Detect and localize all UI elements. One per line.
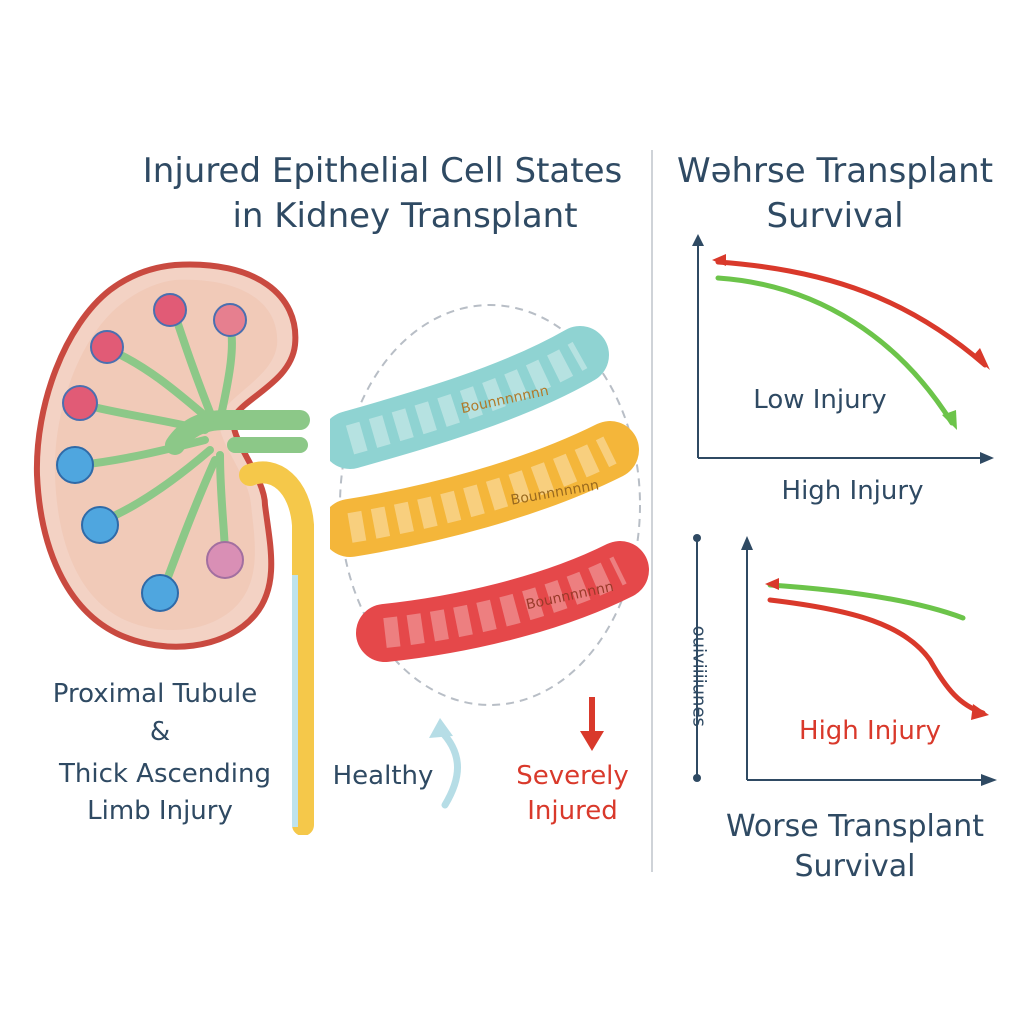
bottom-green-curve — [767, 582, 966, 621]
bottom-survival-chart — [693, 534, 997, 786]
bottom-caption-line1: Worse Transplant — [725, 809, 985, 844]
bottom-label-high-injury: High Injury — [799, 716, 941, 746]
kidney-illustration — [33, 261, 314, 835]
main-title-line1: Injured Epithelial Cell States — [142, 151, 623, 191]
label-thick-ascending: Thick Ascending — [58, 759, 271, 789]
label-ampersand: & — [149, 717, 171, 747]
bottom-caption-line2: Survival — [794, 849, 916, 884]
tubule-injured — [356, 541, 649, 662]
label-proximal-tubule: Proximal Tubule — [52, 679, 258, 709]
down-arrow-icon — [580, 697, 604, 751]
healthy-arrow-icon — [429, 718, 461, 809]
panel-divider — [651, 150, 653, 872]
bottom-red-curve — [767, 597, 986, 716]
tubule-magnification — [330, 304, 649, 706]
top-survival-chart — [692, 234, 994, 464]
tubule-mid — [330, 421, 639, 557]
label-severely: Severely — [516, 761, 629, 791]
label-healthy: Healthy — [332, 761, 434, 791]
label-injured: Injured — [527, 796, 618, 826]
right-title-line2: Survival — [766, 196, 904, 236]
label-limb-injury: Limb Injury — [87, 796, 233, 826]
top-label-high-injury: High Injury — [781, 476, 924, 506]
bottom-y-axis-label: ouiviiiiunes — [688, 625, 710, 727]
right-title-line1: Wǝhrse Transplant — [676, 151, 994, 191]
top-red-curve — [715, 259, 988, 368]
top-label-low-injury: Low Injury — [753, 385, 887, 415]
top-green-curve — [715, 275, 955, 426]
tubule-healthy — [330, 326, 609, 469]
main-title-line2: in Kidney Transplant — [232, 196, 578, 236]
